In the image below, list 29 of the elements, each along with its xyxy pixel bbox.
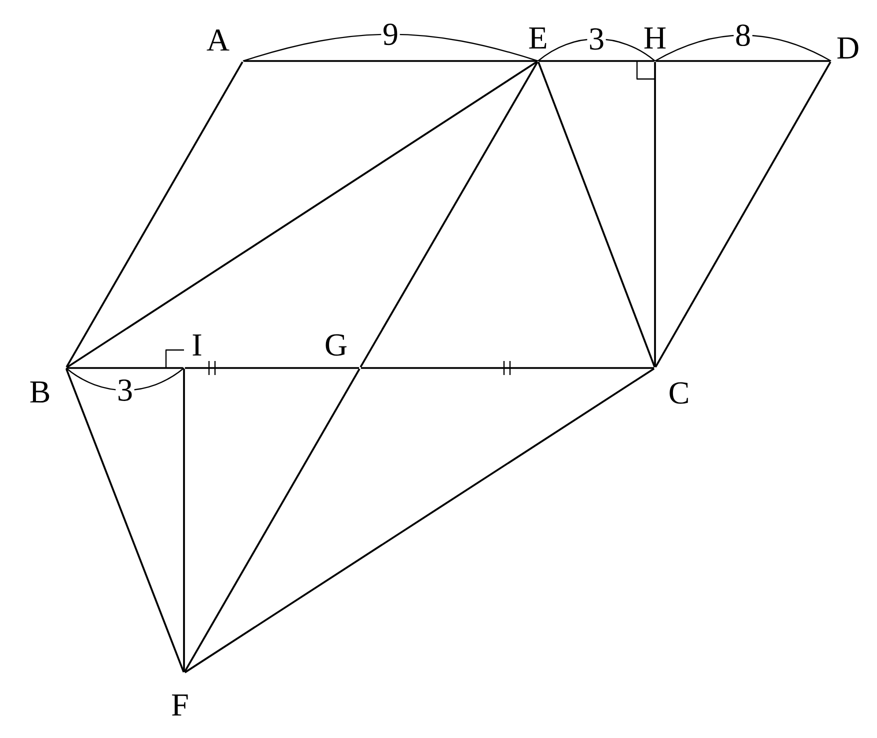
segment [66, 61, 244, 368]
segment [66, 368, 185, 672]
segment [360, 61, 538, 368]
dimension-label: 9 [381, 22, 400, 46]
point-label: I [192, 334, 202, 356]
segment [66, 367, 184, 369]
segment [184, 368, 655, 674]
dimension-label: 3 [587, 26, 606, 52]
segment [184, 367, 360, 369]
point-label: E [529, 28, 546, 48]
segment [538, 60, 654, 62]
point-label: H [644, 28, 666, 48]
point-label: A [206, 29, 230, 51]
segment [654, 61, 832, 368]
point-label: C [670, 382, 688, 404]
segment [183, 368, 185, 672]
segment [654, 62, 656, 368]
dimension-label: 8 [734, 23, 752, 48]
point-label: B [30, 381, 50, 403]
segment [537, 62, 656, 368]
segment [244, 60, 538, 62]
point-label: F [172, 694, 188, 716]
segment [184, 368, 360, 673]
point-label: D [837, 38, 858, 58]
segment [360, 367, 654, 369]
segment [66, 60, 538, 368]
dimension-label: 3 [116, 378, 134, 402]
point-label: G [326, 334, 347, 356]
segment [656, 60, 830, 62]
